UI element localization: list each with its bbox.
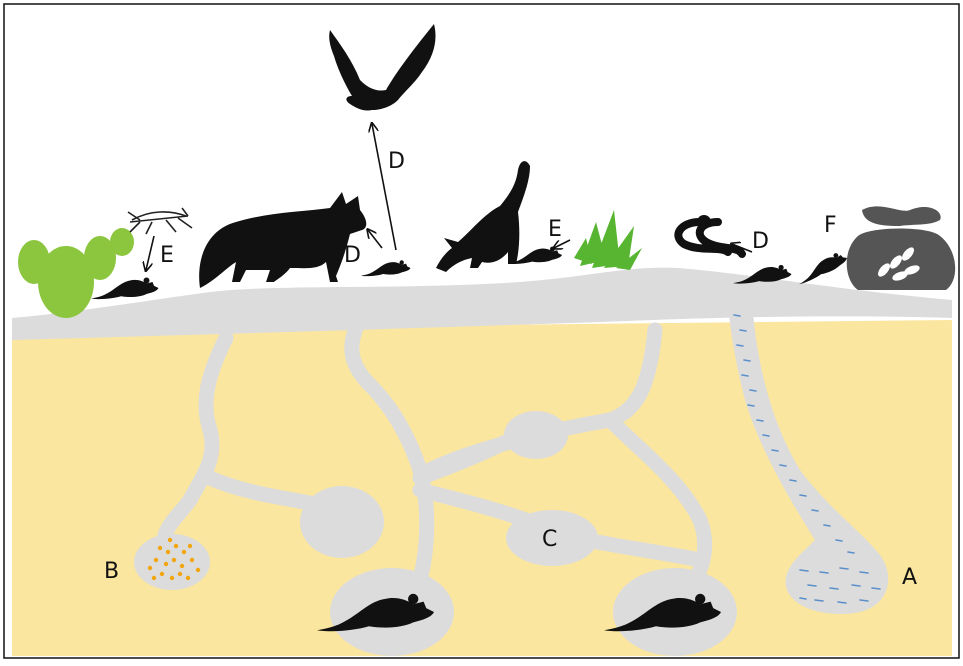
chamber-upper	[504, 411, 568, 459]
label-a: A	[902, 565, 917, 590]
label-d-hawk: D	[388, 149, 405, 174]
chamber-empty	[300, 486, 384, 558]
label-e-cat: E	[548, 217, 562, 242]
label-c: C	[542, 527, 557, 552]
chamber-seeds	[134, 534, 210, 590]
label-d-snake: D	[752, 229, 769, 254]
label-f-sack: F	[824, 213, 837, 238]
label-e-grasshopper: E	[160, 243, 174, 268]
label-d-fox: D	[344, 243, 361, 268]
label-b: B	[104, 559, 119, 584]
snake-head	[697, 215, 711, 229]
